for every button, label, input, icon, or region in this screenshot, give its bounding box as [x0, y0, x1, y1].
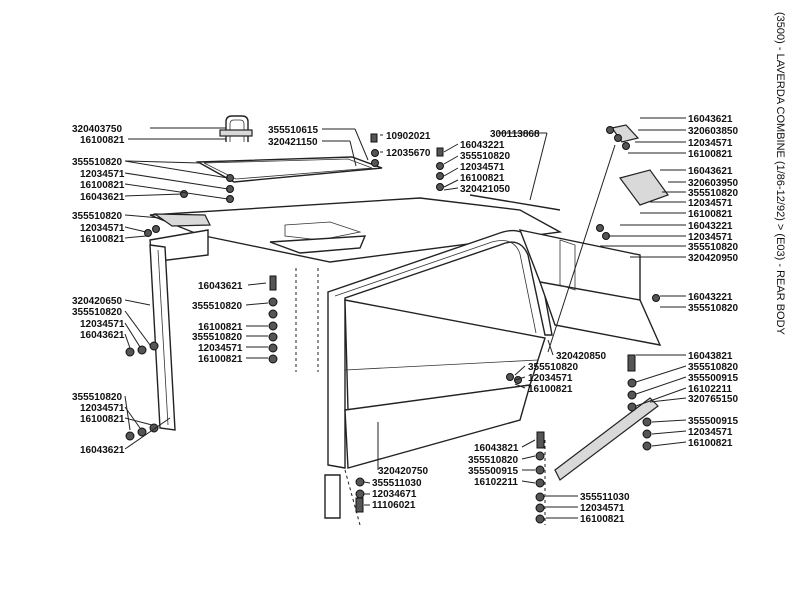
roof-bracket	[269, 235, 367, 254]
part-label: 12034571	[80, 223, 125, 234]
part-label: 355510820	[192, 301, 242, 312]
part-label: 12034571	[80, 169, 125, 180]
part-label: 12035670	[386, 148, 431, 159]
part-label: 16100821	[688, 438, 733, 449]
part-label: 355510820	[688, 303, 738, 314]
part-label: 16100821	[528, 384, 573, 395]
leader-lines	[124, 117, 687, 519]
part-label: 16043621	[80, 192, 125, 203]
lower-strap	[554, 397, 659, 481]
part-label: 12034571	[528, 373, 573, 384]
part-label: 16100821	[80, 135, 125, 146]
part-label: 16043221	[688, 292, 733, 303]
part-label: 320421150	[268, 137, 318, 148]
left-bracket	[153, 213, 211, 227]
part-label: 16043621	[80, 445, 125, 456]
part-label: 355510820	[192, 332, 242, 343]
part-label: 10902021	[386, 131, 431, 142]
part-label: 16100821	[688, 209, 733, 220]
part-labels: 320403750 16100821 355510820 12034571 16…	[72, 114, 738, 525]
lower-rear-bracket	[324, 474, 341, 519]
part-label: 16100821	[580, 514, 625, 525]
part-label: 355511030	[372, 478, 422, 489]
part-label: 355500915	[688, 416, 738, 427]
part-label: 355510820	[72, 307, 122, 318]
part-label: 355510820	[528, 362, 578, 373]
part-label: 16043621	[80, 330, 125, 341]
part-label: 12034571	[80, 403, 125, 414]
part-label: 16102211	[688, 384, 732, 395]
part-label: 355510820	[72, 392, 122, 403]
part-label: 320420650	[72, 296, 122, 307]
part-label: 12034571	[198, 343, 243, 354]
part-label: 355511030	[580, 492, 630, 503]
part-label: 320403750	[72, 124, 122, 135]
part-label: 355510820	[72, 157, 122, 168]
part-label: 355500915	[688, 373, 738, 384]
part-label: 320420750	[378, 466, 428, 477]
part-label: 16100821	[460, 173, 505, 184]
part-label: 16100821	[80, 234, 125, 245]
part-label: 320765150	[688, 394, 738, 405]
part-label: 12034571	[580, 503, 625, 514]
part-label: 12034571	[688, 427, 733, 438]
part-label: 16043621	[688, 114, 733, 125]
part-label: 355510820	[688, 242, 738, 253]
part-label: 355510820	[468, 455, 518, 466]
exploded-view-drawing	[125, 115, 669, 526]
part-label: 320420950	[688, 253, 738, 264]
part-label: 12034571	[688, 232, 733, 243]
part-label: 355510820	[688, 362, 738, 373]
stay-rod	[547, 144, 616, 353]
part-label: 16100821	[198, 354, 243, 365]
part-label: 320421050	[460, 184, 510, 195]
hinge-plate	[618, 169, 669, 206]
part-label: 16102211	[474, 477, 518, 488]
part-label: 16043621	[198, 281, 243, 292]
part-label: 16100821	[80, 180, 125, 191]
part-label: 12034571	[460, 162, 505, 173]
cross-rod	[469, 194, 561, 211]
part-label: 355510820	[688, 188, 738, 199]
part-label: 16043221	[688, 221, 733, 232]
part-label: 11106021	[372, 500, 416, 511]
part-label: 320420850	[556, 351, 606, 362]
part-label: 12034571	[80, 319, 125, 330]
part-label: 355510820	[72, 211, 122, 222]
part-label: 320603950	[688, 178, 738, 189]
part-label: 355500915	[468, 466, 518, 477]
part-label: 12034571	[688, 198, 733, 209]
top-cover-plate	[195, 156, 383, 183]
part-label: 16100821	[688, 149, 733, 160]
part-label: 16100821	[198, 322, 243, 333]
part-label: 16043821	[474, 443, 519, 454]
part-label: 355510820	[460, 151, 510, 162]
part-label: 12034671	[372, 489, 417, 500]
part-label: 16100821	[80, 414, 125, 425]
part-label: 16043221	[460, 140, 505, 151]
part-label: 355510615	[268, 125, 318, 136]
lower-right-panel	[538, 281, 662, 346]
part-label: 16043621	[688, 166, 733, 177]
part-label: 300113868	[490, 129, 540, 140]
left-side-panel	[149, 244, 176, 431]
part-label: 320603850	[688, 126, 738, 137]
part-label: 12034571	[688, 138, 733, 149]
diagram-title: (3500) - LAVERDA COMBINE (1/86-12/92) > …	[774, 12, 786, 336]
part-label: 16043821	[688, 351, 733, 362]
